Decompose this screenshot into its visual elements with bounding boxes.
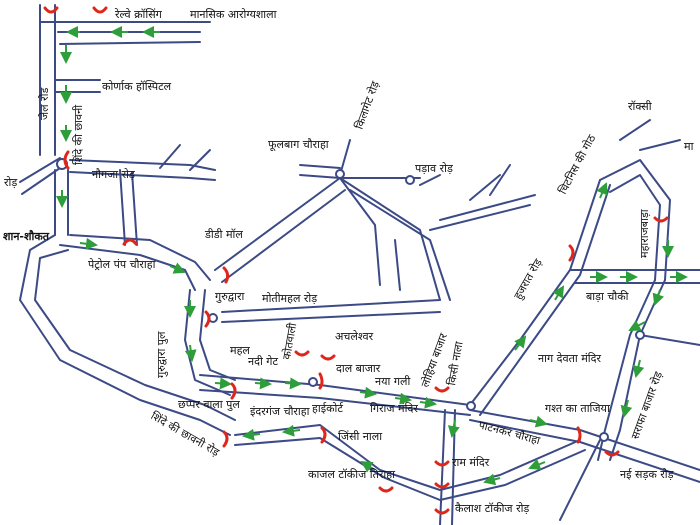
label-naya-gali: नया गली [375, 375, 410, 388]
label-gurudwara-pul: गुरुद्वारा पुल [155, 331, 168, 378]
label-hujrat-road: हुजरात रोड़ [511, 256, 545, 302]
label-dd-mall: डीडी मॉल [204, 228, 243, 241]
label-kailash-talkies: कैलाश टॉकीज रोड़ [455, 502, 529, 515]
label-daulat-bazar: दाल बाजार [336, 362, 381, 375]
label-road-left: रोड़ [4, 176, 17, 189]
label-jail-road: जेल रोड [38, 88, 51, 120]
label-shinde-chhavni-road: शिंदे की छावनी रोड़ [149, 409, 222, 459]
label-kajal-talkies: काजल टॉकीज तिराहा [308, 468, 395, 481]
label-chhappar-wala-pul: छप्पर वाला पुल [178, 398, 240, 411]
label-roxy: रॉक्सी [628, 100, 652, 113]
place-labels: रेल्वे क्रॉसिंग मानसिक आरोग्यशाला जेल रो… [3, 8, 694, 515]
label-indraganj: इंदरगंज चौराहा [250, 405, 310, 418]
label-kotwali: कोतवाली [280, 322, 299, 361]
label-naag-devta: नाग देवता मंदिर [538, 352, 601, 365]
label-padav-road: पड़ाव रोड़ [415, 162, 453, 175]
label-phoolbagh: फूलबाग चौराहा [268, 138, 329, 152]
label-achaleshwar: अचलेश्वर [335, 330, 374, 343]
label-gasht-tajiya: गश्त का ताजिया [545, 402, 610, 415]
label-mahal: महल [230, 344, 250, 357]
label-maharajbada: महाराजबाड़ा [638, 209, 651, 258]
barricades [43, 6, 669, 515]
label-jinsi-nala: जिंसी नाला [338, 430, 382, 443]
label-railway-crossing: रेल्वे क्रॉसिंग [114, 8, 162, 21]
label-motimahal-road: मोतीमहल रोड़ [262, 292, 317, 305]
label-bada-chowki: बाड़ा चौकी [586, 290, 629, 303]
label-ram-mandir: राम मंदिर [452, 456, 490, 469]
label-mental-hospital: मानसिक आरोग्यशाला [190, 8, 277, 21]
label-kilagate-road: किलागेट रोड़ [353, 79, 382, 131]
label-patankar-chauraha: पाटनकर चौराहा [477, 418, 541, 447]
label-giraj-mandir: गिराज मंदिर [370, 402, 418, 415]
label-kornak-hospital: कोर्णाक हॉस्पिटल [102, 80, 172, 93]
label-sarafa-bazar-road: सराफा बाजार रोड़ [629, 370, 666, 441]
label-highcourt: हाईकोर्ट [312, 402, 344, 415]
label-naugaja-road: नौगजा रोड़ [92, 168, 135, 181]
label-right-edge: मा [684, 140, 694, 153]
label-petrol-pump: पेट्रोल पंप चौराहा [88, 258, 156, 271]
road-network [19, 4, 700, 525]
label-gurudwara: गुरुद्वारा [215, 290, 244, 303]
traffic-arrows [56, 26, 688, 486]
label-nai-sadak-road: नई सड़क रोड़ [620, 468, 674, 481]
label-nadi-gate: नदी गेट [248, 355, 278, 368]
label-chitnis-goth: चिटनिस की गोठ [556, 132, 599, 196]
label-kinsi-nala: किसी नाला [445, 340, 466, 386]
label-shan-shaukat: शान-शौकत [3, 229, 50, 243]
label-shinde-chhavni-top: शिंदे की छावनी [72, 105, 85, 165]
